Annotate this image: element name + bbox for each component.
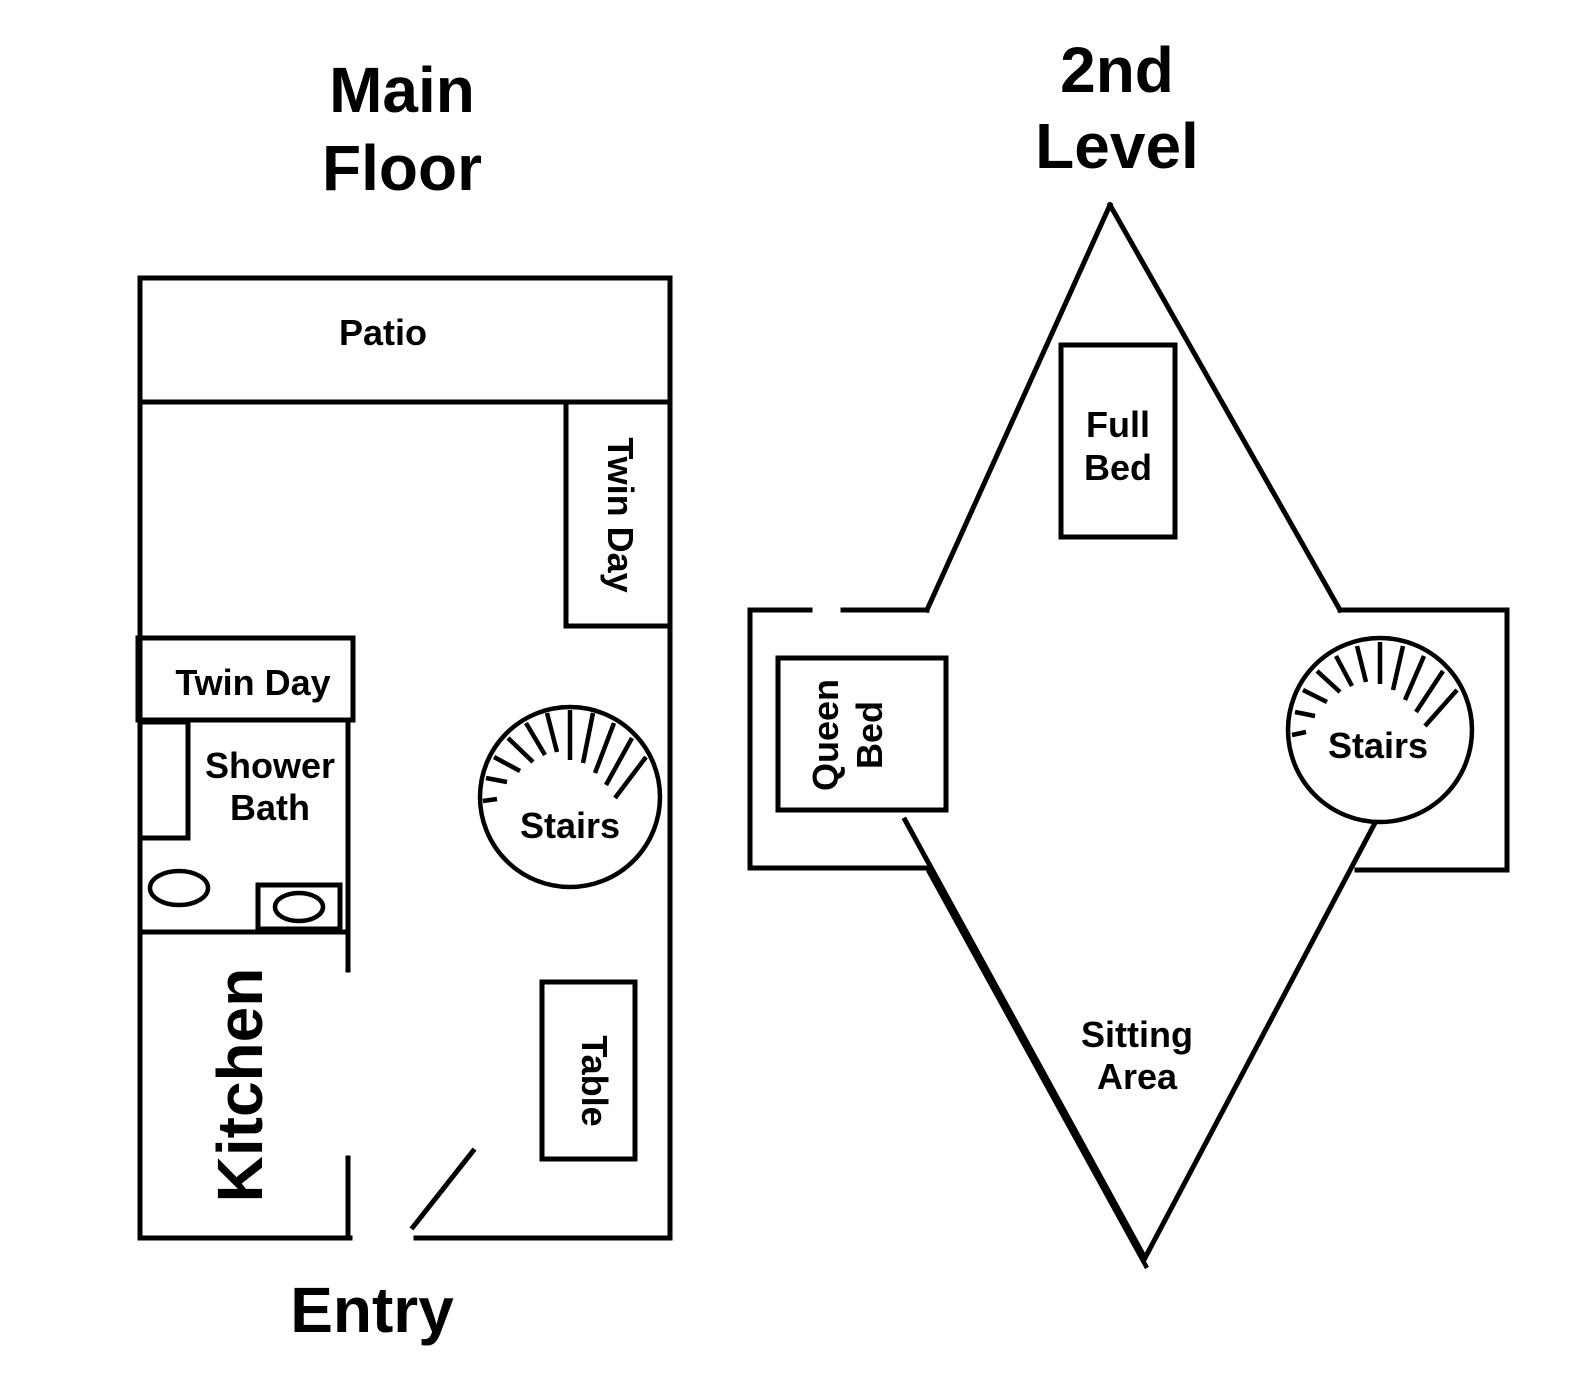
- second-level-plan: 2nd Level Full Bed Queen Bed: [747, 34, 1510, 1270]
- shower-label-line1: Shower: [205, 745, 335, 786]
- table-label: Table: [574, 1035, 615, 1126]
- diamond-wall-lower: [901, 816, 1379, 1264]
- outer-wall-left: [137, 275, 353, 1241]
- sink-icon: [272, 890, 326, 924]
- outer-wall: [137, 275, 673, 1241]
- queen-bed: [775, 655, 949, 813]
- diamond-wall-upper-right: [1106, 201, 1344, 614]
- sitting-area-label-line1: Sitting: [1081, 1014, 1193, 1055]
- main-floor-plan: Main Floor Patio Twin Day Twin Day Showe…: [135, 54, 673, 1346]
- left-bumpout: [747, 607, 931, 871]
- stair-treads-main: [482, 710, 648, 804]
- entry-door: [409, 1147, 477, 1231]
- diamond-wall-upper-left: [923, 201, 1114, 614]
- main-floor-title-line2: Floor: [322, 132, 482, 204]
- stairs-label-main: Stairs: [520, 805, 620, 846]
- queen-bed-label-line1: Queen: [805, 679, 846, 791]
- stairs-label-second: Stairs: [1328, 725, 1428, 766]
- twin-day-bed-right: [563, 399, 673, 629]
- sitting-area-label-line2: Area: [1097, 1056, 1178, 1097]
- twin-day-label-right: Twin Day: [600, 437, 641, 592]
- full-bed-label-line1: Full: [1086, 404, 1150, 445]
- stair-treads-second: [1291, 642, 1459, 738]
- second-level-title-line2: Level: [1035, 110, 1199, 182]
- entry-label: Entry: [290, 1274, 454, 1346]
- toilet-icon: [147, 868, 211, 908]
- table: [539, 979, 638, 1162]
- stairs-circle-second: [1285, 635, 1475, 825]
- diamond-wall-lower-outer: [926, 868, 1149, 1270]
- twin-day-label-left: Twin Day: [175, 662, 330, 703]
- right-bumpout: [1337, 607, 1510, 873]
- sink-counter: [255, 882, 343, 932]
- full-bed-label-line2: Bed: [1084, 447, 1152, 488]
- shower-label-line2: Bath: [230, 787, 310, 828]
- stairs-circle-main: [477, 704, 663, 890]
- patio-label: Patio: [339, 312, 427, 353]
- twin-day-bed-left: [135, 635, 356, 723]
- second-level-title-line1: 2nd: [1060, 34, 1174, 106]
- main-floor-title-line1: Main: [329, 54, 475, 126]
- kitchen-label: Kitchen: [204, 968, 276, 1203]
- queen-bed-label-line2: Bed: [849, 701, 890, 769]
- full-bed: [1058, 342, 1178, 540]
- shower-stall: [142, 719, 191, 841]
